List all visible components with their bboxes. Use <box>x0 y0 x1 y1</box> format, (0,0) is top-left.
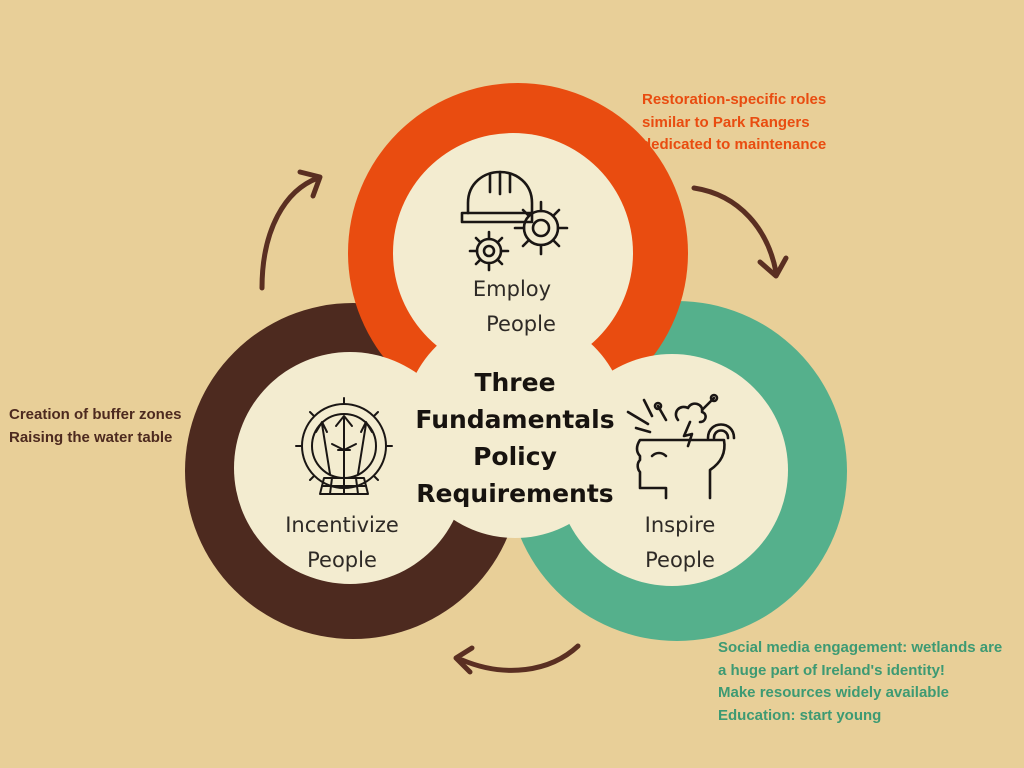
arrow-to-inspire-icon <box>691 185 789 279</box>
incentivize-label-line-1: Incentivize <box>285 513 399 537</box>
gear-solar-turbine-icon <box>295 397 393 495</box>
center-title-line-3: Policy <box>473 442 557 471</box>
incentivize-note-line: Raising the water table <box>9 428 173 446</box>
employ-disc <box>393 133 633 373</box>
incentivize-label-line-2: People <box>307 548 377 572</box>
center-title-line-4: Requirements <box>416 479 614 508</box>
employ-label-line-1: Employ <box>472 277 552 301</box>
employ-label-line-2: People <box>486 312 556 336</box>
inspire-note: Social media engagement: wetlands are a … <box>718 637 1002 727</box>
employ-note-line: dedicated to maintenance <box>642 136 827 153</box>
inspire-label-line-2: People <box>645 548 715 572</box>
inspire-note-line: Social media engagement: wetlands are <box>718 639 1003 656</box>
incentivize-label: Incentivize People <box>262 508 422 578</box>
inspire-label-line-1: Inspire <box>644 513 716 537</box>
employ-note: Restoration-specific roles similar to Pa… <box>642 89 826 157</box>
inspire-note-line: a huge part of Ireland's identity! <box>718 661 945 679</box>
inspire-note-line: Education: start young <box>718 706 882 724</box>
employ-note-line: Restoration-specific roles <box>642 91 827 108</box>
center-title-line-2: Fundamentals <box>415 405 615 434</box>
center-title: Three Fundamentals Policy Requirements <box>380 364 650 512</box>
center-disc <box>403 314 627 538</box>
arrow-to-incentivize-icon <box>453 643 581 675</box>
inspire-note-line: Make resources widely available <box>718 684 949 701</box>
inspire-label: Inspire People <box>600 508 760 578</box>
hard-hat-gears-icon <box>460 170 569 272</box>
employ-label: Employ People <box>432 272 592 342</box>
employ-note-line: similar to Park Rangers <box>642 113 810 131</box>
head-ideas-icon <box>626 393 736 500</box>
center-title-line-1: Three <box>474 368 556 397</box>
arrow-to-employ-icon <box>259 169 323 291</box>
incentivize-note: Creation of buffer zones Raising the wat… <box>9 404 182 449</box>
incentivize-note-line: Creation of buffer zones <box>9 406 182 423</box>
